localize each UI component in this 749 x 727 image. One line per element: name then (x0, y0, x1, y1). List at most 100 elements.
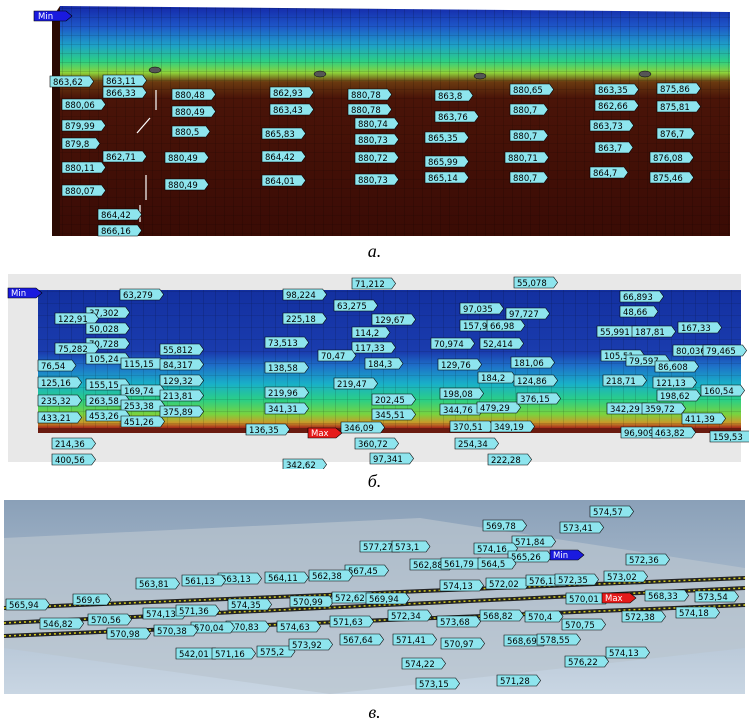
panel-c-label-13: 562,38 (308, 569, 353, 582)
panel-a-label-34: 880,7 (509, 129, 549, 142)
panel-a-label-16: 862,93 (269, 86, 314, 99)
panel-b-label-59: 479,29 (476, 401, 521, 414)
hole-1 (313, 70, 327, 78)
panel-c-label-19: 565,94 (5, 598, 50, 611)
panel-a-label-14-text: 880,49 (168, 154, 198, 164)
panel-a-label-27: 863,8 (434, 89, 474, 102)
panel-b-label-11-text: 125,16 (41, 379, 71, 389)
panel-a-label-14: 880,49 (164, 151, 209, 164)
panel-c-label-25: 570,99 (289, 595, 334, 608)
panel-b-label-27-text: 73,513 (268, 339, 298, 349)
base-strip-b (38, 428, 741, 433)
rod-highlight-1 (3, 587, 746, 624)
panel-b-label-63-text: 254,34 (458, 440, 488, 450)
panel-a-label-31-text: 865,14 (428, 174, 458, 184)
panel-b-label-69-text: 167,33 (681, 324, 711, 334)
panel-c-label-1-text: 573,41 (563, 524, 593, 534)
panel-c-label-39: 570,75 (561, 618, 606, 631)
panel-c-label-57: 578,55 (536, 633, 581, 646)
panel-c-label-31: 572,35 (554, 573, 599, 586)
panel-c-label-27-text: 569,94 (369, 595, 399, 605)
panel-a-label-30: 865,99 (424, 155, 469, 168)
min-badge-c-text: Min (553, 551, 568, 561)
panel-b-label-33-text: 71,212 (355, 280, 385, 290)
panel-c-label-31-text: 572,35 (558, 576, 588, 586)
panel-c-label-43: 571,63 (329, 615, 374, 628)
panel-b-label-29-text: 219,96 (268, 389, 298, 399)
panel-c-label-58: 574,13 (605, 646, 650, 659)
panel-a-label-13: 880,5 (171, 125, 211, 138)
panel-c-label-34: 568,33 (644, 589, 689, 602)
panel-a-label-39: 863,73 (589, 119, 634, 132)
panel-b-label-6-text: 105,24 (89, 355, 119, 365)
panel-b-label-78-text: 160,54 (704, 387, 734, 397)
panel-a-label-12: 880,49 (171, 105, 216, 118)
panel-a-label-3-text: 880,06 (65, 101, 95, 111)
panel-b-label-71-text: 80,036 (676, 347, 706, 357)
panel-c-label-62-text: 571,28 (500, 677, 530, 687)
panel-b-label-34: 63,275 (333, 299, 378, 312)
panel-c-label-25-text: 570,99 (293, 598, 323, 608)
panel-c-label-16: 561,13 (181, 574, 226, 587)
panel-c-label-61-text: 573,15 (419, 680, 449, 690)
panel-a-label-23-text: 880,74 (358, 120, 388, 130)
panel-b-label-13-text: 129,32 (163, 377, 193, 387)
panel-b-label-32: 342,62 (282, 458, 327, 469)
panel-a-label-45-text: 876,08 (653, 154, 683, 164)
panel-b-label-37-text: 117,33 (355, 344, 385, 354)
panel-c-label-3: 571,84 (511, 535, 556, 548)
panel-a-label-12-text: 880,49 (175, 108, 205, 118)
panel-c-label-50-text: 571,16 (215, 650, 245, 660)
panel-a-label-24: 880,73 (354, 133, 399, 146)
panel-c-label-39-text: 570,75 (565, 621, 595, 631)
panel-c-label-44-text: 574,63 (280, 623, 310, 633)
panel-b-label-4-text: 70,728 (89, 340, 119, 350)
panel-a-label-32: 880,65 (509, 83, 554, 96)
panel-b-label-24: 400,56 (51, 453, 96, 466)
panel-c-label-4-text: 577,27 (363, 543, 393, 553)
panel-a-label-0: 863,62 (49, 75, 94, 88)
panel-c-label-13-text: 562,38 (312, 572, 342, 582)
panel-b-label-45: 97,341 (369, 452, 414, 465)
panel-a-label-4: 879,99 (61, 119, 106, 132)
panel-b-label-52-text: 70,974 (434, 340, 464, 350)
panel-b-label-54: 129,76 (437, 358, 482, 371)
panel-a-label-1: 863,11 (102, 74, 147, 87)
panel-c-label-60-text: 574,22 (405, 660, 435, 670)
panel-b-label-25: 98,224 (282, 288, 327, 301)
panel-a-label-2: 866,33 (102, 86, 147, 99)
hole-0 (148, 66, 162, 74)
panel-c-label-56-text: 568,69 (507, 637, 537, 647)
panel-c-label-7-text: 565,26 (511, 553, 541, 563)
panel-b-label-64-text: 222,28 (491, 456, 521, 466)
panel-b-label-51-text: 52,414 (483, 340, 513, 350)
panel-b-label-81: 411,39 (681, 412, 726, 425)
panel-a-label-3: 880,06 (61, 98, 106, 111)
panel-a-label-21: 880,78 (347, 88, 392, 101)
panel-b-label-63: 254,34 (454, 437, 499, 450)
leader-line-a-1 (136, 117, 151, 134)
panel-b-label-5: 75,282 (54, 342, 99, 355)
panel-b-label-74: 86,608 (654, 360, 699, 373)
panel-a-label-37-text: 863,35 (598, 86, 628, 96)
panel-a-label-28: 863,76 (434, 110, 479, 123)
panel-b-label-46-text: 55,078 (517, 279, 547, 289)
panel-b-label-48: 97,727 (505, 307, 550, 320)
panel-b-label-47-text: 97,035 (463, 305, 493, 315)
panel-b-label-15-text: 235,32 (41, 397, 71, 407)
panel-b-label-68: 187,81 (631, 325, 676, 338)
panel-a-label-10: 866,16 (97, 224, 142, 237)
panel-b-label-80-text: 359,72 (645, 405, 675, 415)
panel-b-label-76: 121,13 (652, 376, 697, 389)
panel-b-label-81-text: 411,39 (685, 415, 715, 425)
panel-a-label-9-text: 864,42 (101, 211, 131, 221)
panel-b-label-69: 167,33 (677, 321, 722, 334)
panel-b-label-34-text: 63,275 (337, 302, 367, 312)
panel-c-label-40-text: 568,82 (483, 612, 513, 622)
panel-b-label-65-text: 66,893 (623, 293, 653, 303)
panel-c-label-34-text: 568,33 (648, 592, 678, 602)
panel-b-label-24-text: 400,56 (55, 456, 85, 466)
min-badge-b: Min (7, 287, 43, 299)
panel-b-label-37: 117,33 (351, 341, 396, 354)
